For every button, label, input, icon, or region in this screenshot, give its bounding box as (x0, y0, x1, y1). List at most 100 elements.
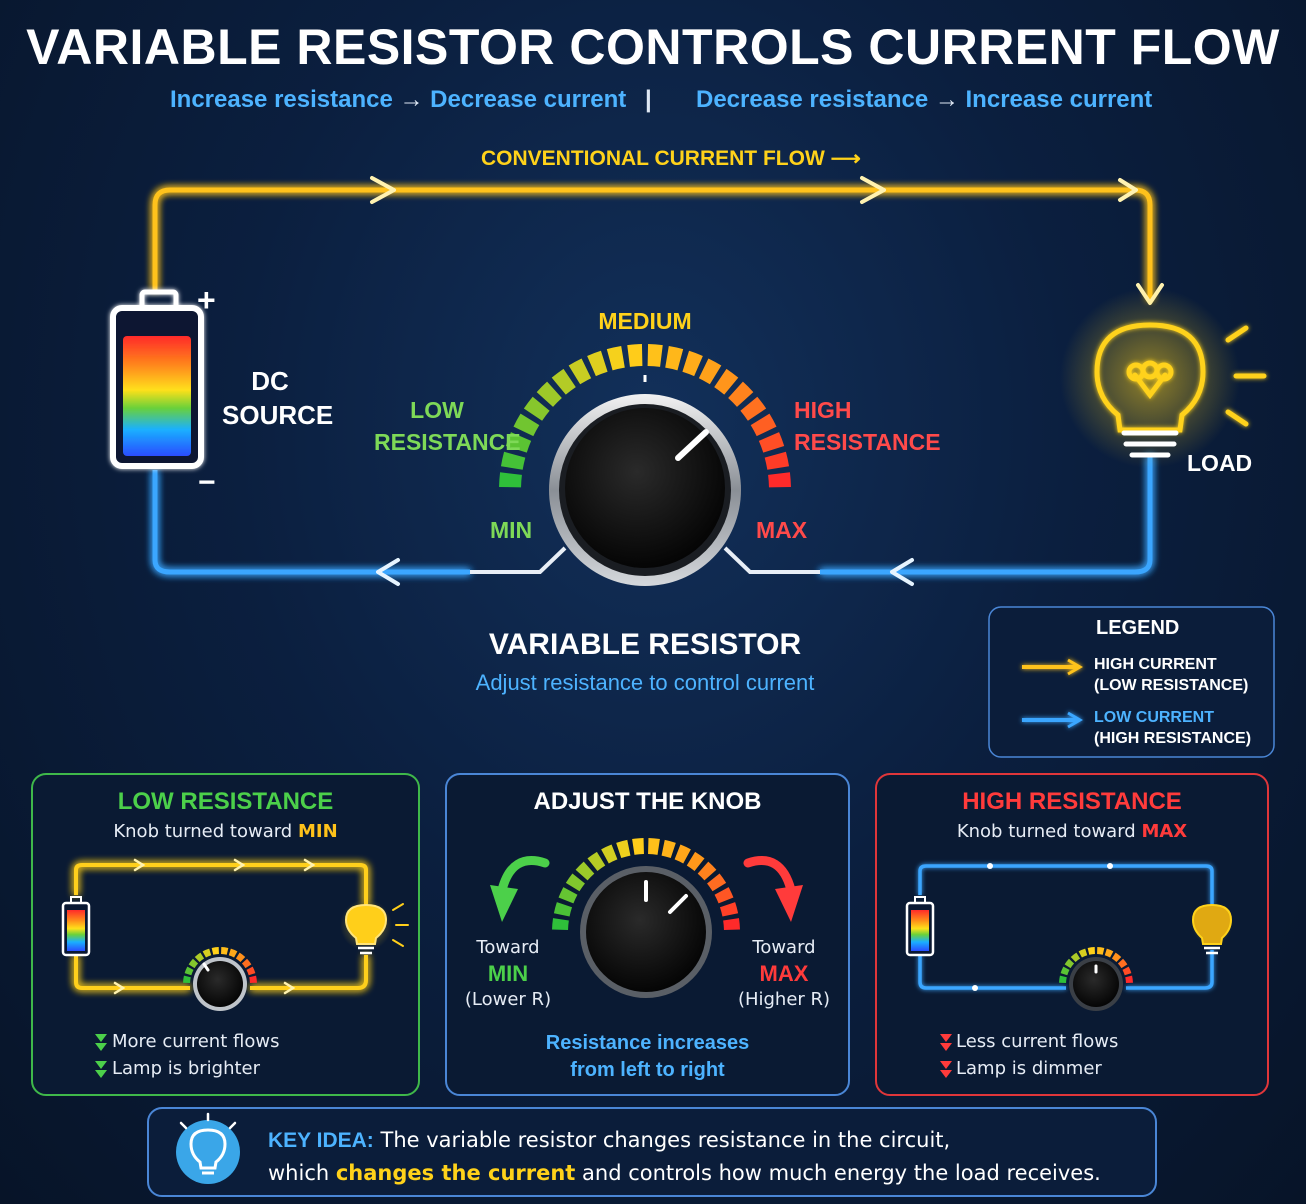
legend-arrows (1022, 658, 1083, 729)
key-idea-text2b: and controls how much energy the load re… (575, 1161, 1101, 1185)
gauge-segment (1087, 947, 1095, 955)
gauge-segment (1064, 958, 1075, 969)
arrow-icon: → (934, 86, 959, 113)
flow-arrows-bottom (376, 558, 914, 586)
panel-low-sub-hl: MIN (297, 821, 338, 842)
panel-low-item1: More current flows (112, 1031, 280, 1052)
key-idea-highlight: changes the current (335, 1161, 576, 1185)
key-idea-line1: KEY IDEA: The variable resistor changes … (268, 1124, 1148, 1157)
dial-max-label: MAX (756, 517, 808, 543)
arrow-icon: → (399, 86, 424, 113)
panel-low-title: LOW RESISTANCE (117, 788, 334, 815)
gauge-segment (647, 344, 663, 367)
dial-medium-label: MEDIUM (598, 308, 692, 334)
panel-mid-left-3: (Lower R) (464, 989, 552, 1010)
subtitle-separator: | (645, 86, 652, 113)
panel-low-frame (31, 773, 420, 1096)
legend-high-line2: (LOW RESISTANCE) (1094, 677, 1249, 694)
dial-low-label: LOW RESISTANCE (374, 394, 521, 458)
gauge-segment (1070, 952, 1081, 963)
panel-low-item2: Lamp is brighter (112, 1058, 261, 1079)
mini-circuit-high (905, 863, 1233, 1011)
mini-circuit-low (61, 858, 409, 1011)
gauge-segment (707, 873, 727, 892)
gauge-segment (1078, 948, 1088, 958)
gauge-segment (665, 345, 684, 371)
battery-icon (110, 289, 204, 469)
legend-title: LEGEND (1096, 617, 1180, 639)
gauge-segment (558, 887, 578, 904)
flow-label-text: CONVENTIONAL CURRENT FLOW (481, 147, 825, 170)
gauge-segment (241, 958, 252, 969)
gauge-segment (1059, 975, 1067, 983)
gauge-segment (499, 472, 522, 488)
gauge-segment (183, 975, 191, 983)
gauge-segment (500, 451, 526, 470)
gauge-segment (714, 887, 734, 904)
subtitle-right-a: Decrease resistance (696, 86, 929, 113)
light-bulb-icon (1060, 288, 1267, 468)
gauge-segment (575, 861, 595, 881)
dc-source-line1: DC (251, 366, 289, 396)
key-idea-text1: The variable resistor changes resistance… (373, 1128, 951, 1152)
gauge-segment (249, 975, 257, 983)
gauge-segment (211, 947, 219, 955)
dial-high-line1: HIGH (794, 397, 852, 423)
gauge-segment (714, 368, 739, 395)
panel-high-item2: Lamp is dimmer (956, 1058, 1102, 1079)
subtitle-right-b: Increase current (965, 86, 1153, 113)
dc-source-line2: SOURCE (222, 400, 334, 430)
mini-knob-mid (490, 838, 803, 998)
gauge-segment (1060, 966, 1070, 976)
panel-mid-left: Toward MIN (Lower R) (458, 935, 558, 1013)
panel-high-sub-hl: MAX (1141, 821, 1188, 842)
wire-high-current (152, 187, 1153, 300)
subtitle-right: Decrease resistance → Increase current (696, 86, 1152, 114)
gauge-segment (568, 358, 592, 385)
gauge-segment (697, 861, 717, 881)
gauge-segment (194, 952, 205, 963)
gauge-segment (202, 948, 212, 958)
gauge-segment (606, 345, 625, 371)
gauge-segment (505, 432, 532, 453)
legend-low: LOW CURRENT (HIGH RESISTANCE) (1094, 707, 1251, 749)
gauge-segment (768, 472, 791, 488)
panel-low-sub-prefix: Knob turned toward (113, 821, 298, 842)
gauge-segment (221, 947, 229, 955)
battery-plus: + (197, 282, 216, 318)
down-arrow-icons-high (940, 1034, 952, 1078)
legend-low-line2: (HIGH RESISTANCE) (1094, 730, 1252, 747)
subtitle-left: Increase resistance → Decrease current (170, 86, 626, 114)
legend-high: HIGH CURRENT (LOW RESISTANCE) (1094, 654, 1248, 696)
wire-resistor-leads (470, 546, 820, 574)
gauge-segment (1117, 958, 1128, 969)
gauge-segment (184, 966, 194, 976)
gauge-segment (1125, 975, 1133, 983)
resistance-scale (499, 344, 791, 488)
panel-mid-caption-1: Resistance increases (545, 1032, 750, 1054)
gauge-segment (513, 413, 540, 437)
gauge-segment (764, 451, 790, 470)
key-idea-text2a: which (268, 1161, 336, 1185)
gauge-segment (536, 381, 562, 407)
key-idea-frame (147, 1107, 1157, 1197)
gauge-segment (1104, 948, 1114, 958)
panel-mid-left-1: Toward (476, 937, 540, 958)
gauge-segment (601, 844, 618, 864)
gauge-segment (235, 952, 246, 963)
gauge-segment (758, 432, 785, 453)
panel-high-item1: Less current flows (956, 1031, 1119, 1052)
gauge-segment (686, 851, 705, 871)
gauge-segment (523, 396, 550, 421)
gauge-segment (246, 966, 256, 976)
panel-mid-right: Toward MAX (Higher R) (734, 935, 834, 1013)
gauge-segment (1111, 952, 1122, 963)
gauge-segment (661, 839, 676, 859)
dial-low-line1: LOW (410, 397, 464, 423)
flow-label: CONVENTIONAL CURRENT FLOW ⟶ (481, 146, 861, 171)
gauge-segment (723, 918, 740, 930)
variable-resistor-title: VARIABLE RESISTOR (488, 628, 802, 661)
gauge-segment (188, 958, 199, 969)
gauge-segment (565, 873, 585, 892)
